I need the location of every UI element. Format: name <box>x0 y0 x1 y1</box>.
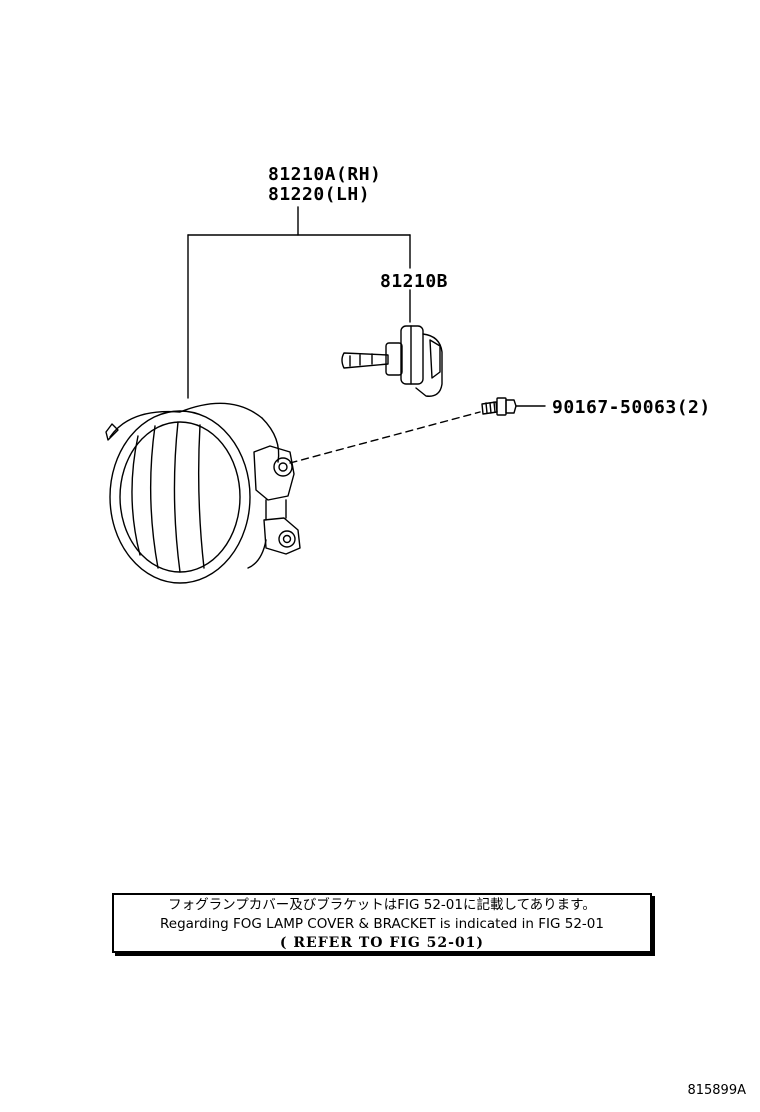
part-label-screw: 90167-50063(2) <box>552 397 711 418</box>
bulb-drawing <box>341 325 443 397</box>
part-label-fog-lamp-lh: 81220(LH) <box>268 184 371 205</box>
leader-lines <box>187 206 546 464</box>
note-reference: ( REFER TO FIG 52-01) <box>279 935 485 951</box>
fog-lamp-drawing <box>105 402 301 584</box>
note-english: Regarding FOG LAMP COVER & BRACKET is in… <box>160 916 604 932</box>
part-label-fog-lamp-rh: 81210A(RH) <box>268 164 382 185</box>
part-label-bulb: 81210B <box>380 271 449 292</box>
note-japanese: フォグランプカバー及びブラケットはFIG 52-01に記載してあります。 <box>168 897 596 913</box>
note-box: フォグランプカバー及びブラケットはFIG 52-01に記載してあります。 Reg… <box>112 893 652 953</box>
figure-id: 815899A <box>687 1083 746 1098</box>
screw-drawing <box>481 397 517 416</box>
